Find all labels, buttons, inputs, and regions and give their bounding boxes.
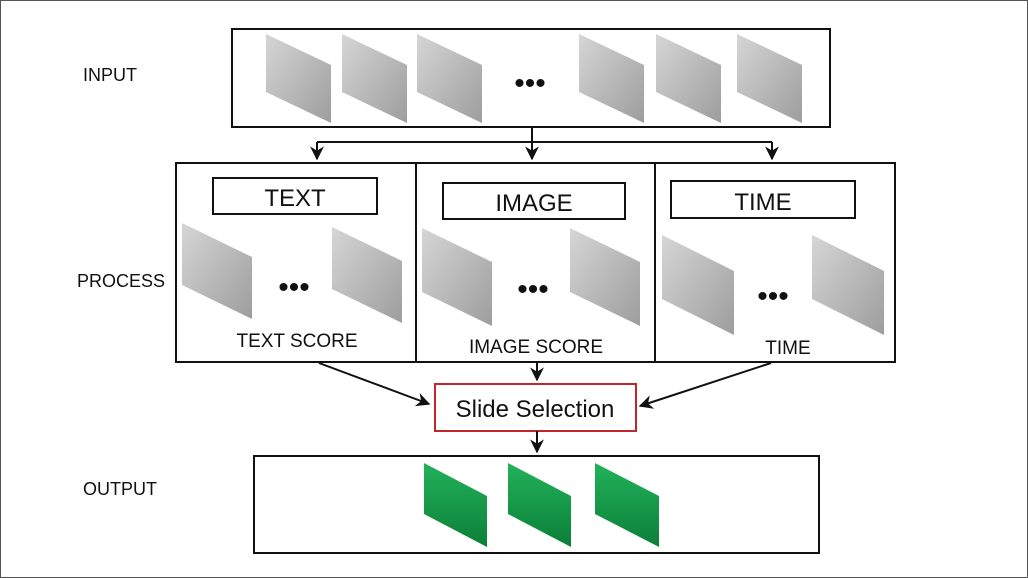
input-slides [266, 34, 802, 123]
module-title: TIME [734, 189, 791, 216]
process-slide [812, 235, 884, 335]
process-slide [662, 235, 734, 335]
output-slide [424, 463, 487, 547]
module-title: TEXT [264, 185, 326, 212]
module-text: TEXT ••• TEXT SCORE [182, 177, 402, 352]
module-title-box [670, 180, 856, 219]
input-ellipsis: ••• [514, 67, 546, 100]
process-box [175, 162, 896, 363]
module-caption: TEXT SCORE [236, 331, 357, 352]
module-ellipsis: ••• [517, 273, 549, 306]
slide-selection-label: Slide Selection [456, 396, 615, 423]
module-image: IMAGE ••• IMAGE SCORE [422, 182, 640, 358]
input-slide [417, 34, 482, 123]
input-slide [266, 34, 331, 123]
process-slide [182, 223, 252, 319]
output-slide [595, 463, 659, 547]
module-title-box [212, 177, 378, 215]
output-stage-label: OUTPUT [83, 479, 157, 499]
module-title: IMAGE [495, 190, 572, 217]
input-slide [579, 34, 644, 123]
input-stage-label: INPUT [83, 65, 137, 85]
slide-selection-box [434, 383, 637, 432]
output-box [253, 455, 820, 554]
module-ellipsis: ••• [757, 280, 789, 313]
process-stage-label: PROCESS [77, 271, 165, 291]
output-slides [424, 463, 659, 547]
module-caption: TIME [765, 338, 810, 359]
input-slide [342, 34, 407, 123]
module-caption: IMAGE SCORE [469, 337, 603, 358]
input-to-process-arrows [310, 127, 779, 161]
process-to-selection-arrows [318, 362, 772, 409]
input-slide [656, 34, 721, 123]
module-ellipsis: ••• [278, 271, 310, 304]
process-slide [332, 227, 402, 323]
output-slide [508, 463, 571, 547]
module-time: TIME ••• TIME [662, 180, 884, 359]
input-slide [737, 34, 802, 123]
module-title-box [442, 182, 626, 220]
process-slide [570, 228, 640, 326]
process-slide [422, 228, 492, 326]
